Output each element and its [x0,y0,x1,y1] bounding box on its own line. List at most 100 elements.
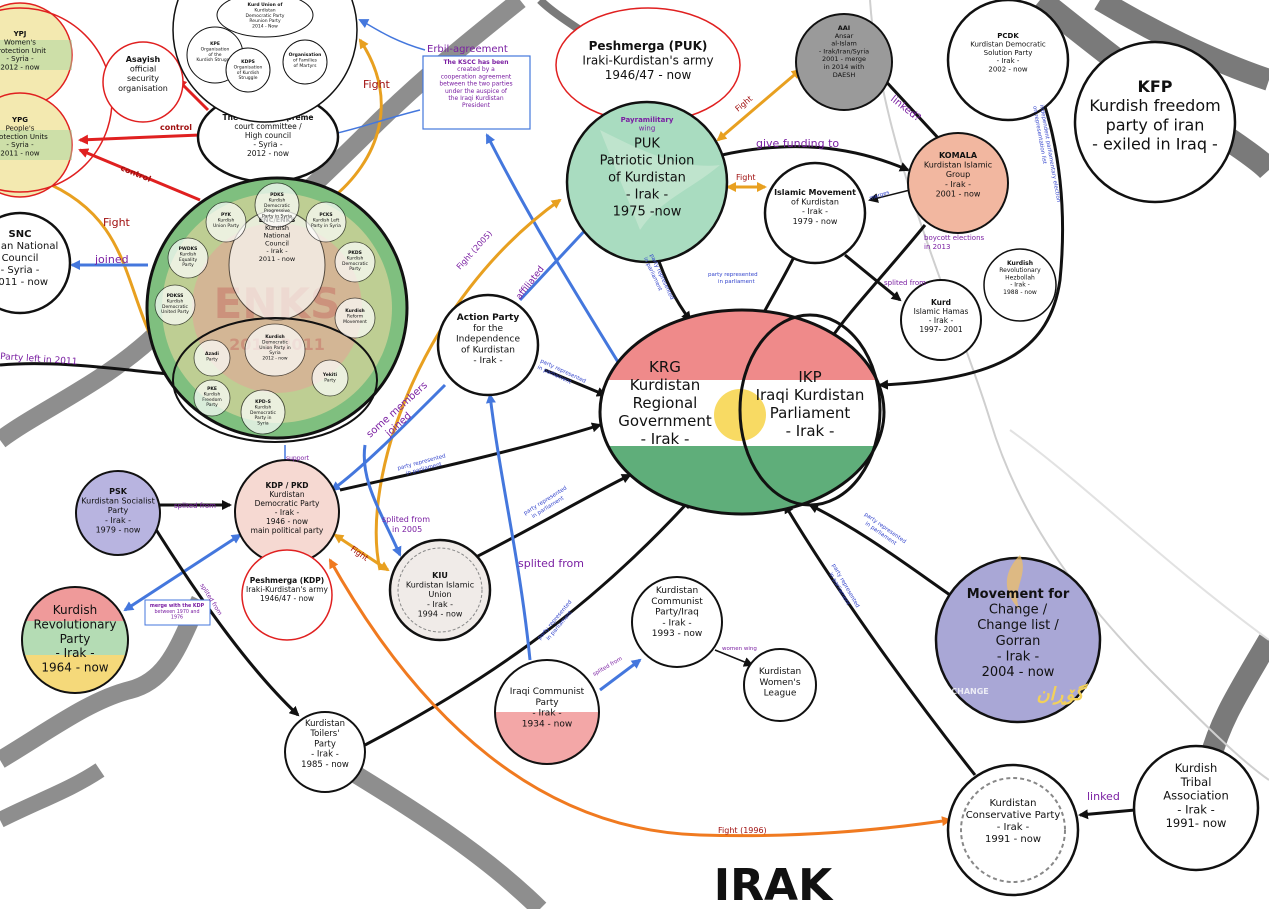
kcp-line: Kurdistan [656,586,698,596]
s8-line: Kurdish [265,334,284,340]
edge-erbil-1 [358,19,426,51]
edge-affiliated [518,223,592,302]
kwl-line: Kurdistan [759,667,801,677]
top-a-line: KPE [210,41,220,47]
s10-line: Freedom [202,397,222,403]
label-splited-psk: splited from [174,502,216,510]
s7-line: Kurdish [345,308,364,314]
label-affiliated: affiliated [514,265,546,302]
river-right [1199,634,1269,763]
ypg-line: 2011 - now [0,150,40,158]
puk-line: Patriotic Union [600,153,695,168]
erbil-box-line: under the auspice of [445,88,508,95]
krhz-line: Hezbollah [1005,274,1035,281]
snc-line: Council [2,253,39,264]
label-prp-kiu: party representedin parliament [523,485,572,522]
s4-line: Equality [179,257,198,263]
svg-text:Peshmerga (PUK)Iraki-Kurdistan: Peshmerga (PUK)Iraki-Kurdistan's army194… [582,39,713,82]
kih-line: Kurd [931,298,951,307]
node-enks[interactable]: ENKS 2011-2011 ENC/ENKSKurdishNationalCo… [145,176,409,443]
label-give-funding: give funding to [756,137,839,150]
kfp-line: KFP [1137,77,1172,96]
icp-line: Party [535,698,559,708]
imk-line: of Kurdistan [791,198,839,207]
erbil-box-line: The KSCC has been [443,59,508,66]
krg-line: Regional [633,394,698,412]
aai-line: in 2014 with [824,63,864,71]
s3-line: Kurdish Left [313,217,340,223]
kcp-line: 1993 - now [652,629,702,639]
top-c-line: of Kurdish [237,70,260,76]
ktp-line: - Irak - [311,750,339,760]
s4-line: Kurdish [180,251,197,257]
psk-line: PSK [109,487,128,496]
ypg-line: - Syria - [6,141,34,149]
edge-some-members [330,383,447,492]
edge-kcons-krg [783,503,977,776]
peshmerga-kdp-line: Peshmerga (KDP) [250,576,324,585]
edge-gorran-krg [808,503,951,597]
ypg-line: People's [6,124,35,132]
edge-kcp-kwl [714,649,754,667]
edge-apik-krg [544,368,607,397]
edge-psk-ktp [148,519,300,717]
krhz-line: - Irak - [1010,282,1030,289]
ksc-line: court committee / [234,122,302,131]
ktp-line: 1985 - now [301,760,349,770]
edge-ksc-ypg [78,133,201,145]
edge-krg-erbil [485,133,620,363]
puk-line: of Kurdistan [608,170,686,185]
svg-text:CHANGE: CHANGE [951,687,988,696]
kwl-line: Women's [759,678,800,688]
kiu-line: - Irak - [427,600,453,609]
kih-line: Islamic Hamas [914,307,969,316]
ypj-line: - Syria - [6,55,34,63]
snc-line: SNC [9,229,32,240]
